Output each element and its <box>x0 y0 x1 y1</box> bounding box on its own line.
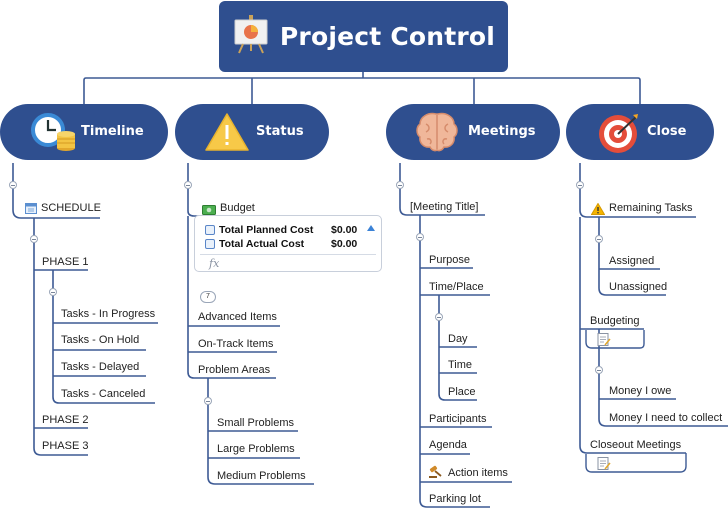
topic-remaining-tasks[interactable]: Remaining Tasks <box>609 202 693 214</box>
formula-icon <box>205 239 215 249</box>
topic-participants[interactable]: Participants <box>429 413 487 425</box>
topic-day[interactable]: Day <box>448 333 468 345</box>
collapse-toggle[interactable] <box>204 397 212 405</box>
topic-budget[interactable]: Budget <box>220 202 255 214</box>
topic-assigned[interactable]: Assigned <box>609 255 655 267</box>
topic-money-collect[interactable]: Money I need to collect <box>609 412 723 424</box>
topic-agenda[interactable]: Agenda <box>429 439 467 451</box>
collapse-toggle[interactable] <box>595 366 603 374</box>
topic-problem[interactable]: Medium Problems <box>217 470 306 482</box>
gavel-icon <box>429 465 443 483</box>
collapse-toggle[interactable] <box>435 313 443 321</box>
planned-cost-value: $0.00 <box>331 224 358 236</box>
topic-problem-areas[interactable]: Problem Areas <box>198 364 271 376</box>
planned-cost-label: Total Planned Cost <box>219 224 314 236</box>
actual-cost-value: $0.00 <box>331 238 358 250</box>
topic-task[interactable]: Tasks - In Progress <box>61 308 156 320</box>
root-title: Project Control <box>279 22 496 51</box>
calendar-icon <box>25 201 37 219</box>
collapse-toggle[interactable] <box>49 288 57 296</box>
topic-time-place[interactable]: Time/Place <box>429 281 484 293</box>
count-badge: 7 <box>200 291 216 303</box>
collapse-toggle[interactable] <box>9 181 17 189</box>
topic-parking-lot[interactable]: Parking lot <box>429 493 481 505</box>
branch-label: Meetings <box>468 124 536 139</box>
planned-cost-row: Total Planned Cost <box>205 224 313 236</box>
topic-phase-1[interactable]: PHASE 1 <box>42 256 89 268</box>
note-icon[interactable] <box>597 457 611 470</box>
collapse-toggle[interactable] <box>30 235 38 243</box>
actual-cost-label: Total Actual Cost <box>219 238 305 250</box>
topic-closeout-meetings[interactable]: Closeout Meetings <box>590 439 682 451</box>
budget-properties-card[interactable]: Total Planned Cost $0.00 Total Actual Co… <box>194 215 382 272</box>
topic-problem[interactable]: Large Problems <box>217 443 295 455</box>
topic-schedule[interactable]: SCHEDULE <box>41 202 101 214</box>
branch-status[interactable]: Status <box>175 104 329 160</box>
actual-cost-row: Total Actual Cost <box>205 238 304 250</box>
warning-icon <box>590 202 606 220</box>
branch-label: Close <box>647 124 687 139</box>
clock-coins-icon <box>30 110 78 161</box>
topic-task[interactable]: Tasks - Canceled <box>61 388 146 400</box>
collapse-toggle[interactable] <box>595 235 603 243</box>
topic-advanced-items[interactable]: Advanced Items <box>198 311 277 323</box>
branch-label: Status <box>256 124 304 139</box>
topic-on-track-items[interactable]: On-Track Items <box>198 338 274 350</box>
money-icon <box>202 202 216 220</box>
topic-place[interactable]: Place <box>448 386 476 398</box>
topic-phase-2[interactable]: PHASE 2 <box>42 414 89 426</box>
branch-timeline[interactable]: Timeline <box>0 104 168 160</box>
topic-task[interactable]: Tasks - On Hold <box>61 334 140 346</box>
topic-budgeting[interactable]: Budgeting <box>590 315 640 327</box>
presentation-board-icon <box>232 14 270 59</box>
branch-close[interactable]: Close <box>566 104 714 160</box>
collapse-toggle[interactable] <box>184 181 192 189</box>
topic-unassigned[interactable]: Unassigned <box>609 281 668 293</box>
topic-time[interactable]: Time <box>448 359 473 371</box>
topic-purpose[interactable]: Purpose <box>429 254 470 266</box>
collapse-toggle[interactable] <box>416 233 424 241</box>
topic-money-owe[interactable]: Money I owe <box>609 385 672 397</box>
target-icon <box>598 111 642 160</box>
branch-meetings[interactable]: Meetings <box>386 104 560 160</box>
topic-problem[interactable]: Small Problems <box>217 417 295 429</box>
divider <box>200 254 376 255</box>
collapse-toggle[interactable] <box>576 181 584 189</box>
formula-icon <box>205 225 215 235</box>
topic-meeting-title[interactable]: [Meeting Title] <box>410 201 479 213</box>
note-icon[interactable] <box>597 333 611 346</box>
warning-triangle-icon <box>204 112 250 157</box>
topic-phase-3[interactable]: PHASE 3 <box>42 440 89 452</box>
topic-task[interactable]: Tasks - Delayed <box>61 361 140 373</box>
branch-label: Timeline <box>81 124 144 139</box>
formula-fx-icon[interactable]: fx <box>209 257 220 270</box>
brain-icon <box>414 110 460 159</box>
topic-action-items[interactable]: Action items <box>448 467 508 479</box>
root-topic[interactable]: Project Control <box>219 1 508 72</box>
collapse-arrow-icon[interactable] <box>367 225 375 231</box>
collapse-toggle[interactable] <box>396 181 404 189</box>
